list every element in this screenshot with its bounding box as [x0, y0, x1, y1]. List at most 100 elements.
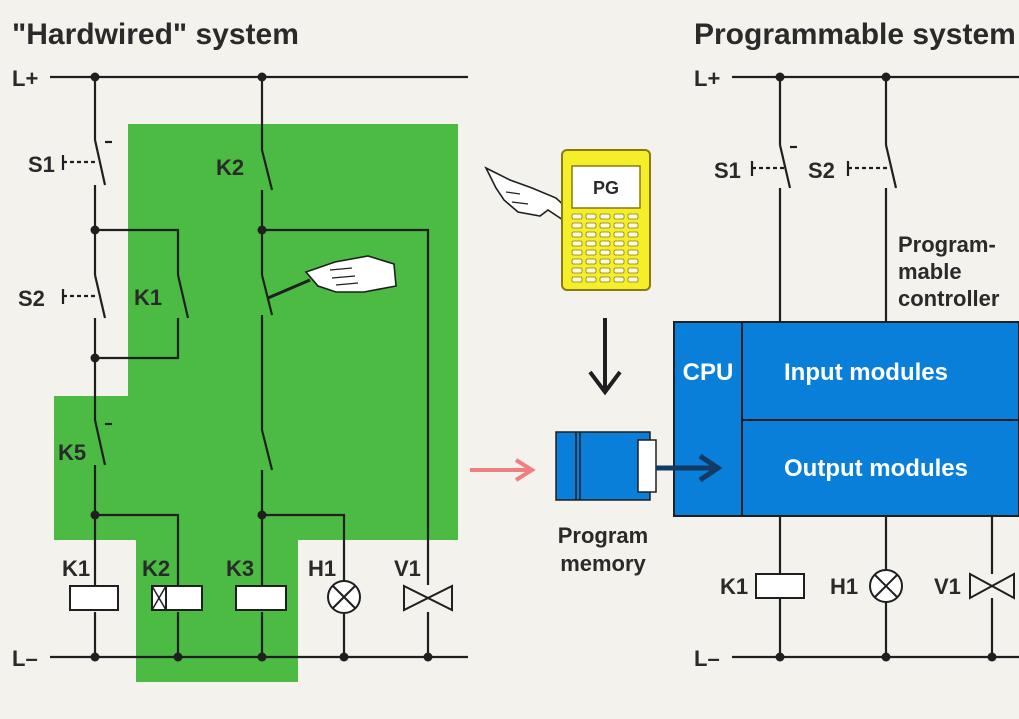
- junction: [257, 225, 267, 235]
- program-memory-label-2: memory: [560, 551, 646, 576]
- label-k1-coil: K1: [62, 556, 90, 581]
- pg-key: [613, 276, 625, 283]
- pg-key: [627, 276, 639, 283]
- junction: [90, 652, 100, 662]
- label-k2-contact: K2: [216, 155, 244, 180]
- wire: [95, 228, 180, 275]
- label-h1-plc: H1: [830, 574, 858, 599]
- junction: [90, 353, 100, 363]
- label-s1-plc: S1: [714, 158, 741, 183]
- pg-key: [599, 276, 611, 283]
- screwdriver-contact: [260, 274, 274, 316]
- pg-key: [571, 240, 583, 247]
- k1-coil-plc: [755, 573, 805, 599]
- pg-key: [585, 222, 597, 229]
- pg-key: [585, 213, 597, 220]
- k1-contact: [176, 274, 190, 319]
- s2-contact-plc: [884, 144, 898, 189]
- right-rail-plus-label: L+: [694, 66, 720, 91]
- k1-coil: [69, 585, 119, 611]
- pg-key: [571, 258, 583, 265]
- pg-key: [599, 267, 611, 274]
- label-s2: S2: [18, 286, 45, 311]
- wire: [262, 513, 346, 580]
- junction: [775, 652, 785, 662]
- pg-key: [613, 267, 625, 274]
- junction: [257, 72, 267, 82]
- pg-key: [599, 240, 611, 247]
- k3-coil: [235, 585, 287, 611]
- pg-key: [585, 276, 597, 283]
- pg-key: [599, 222, 611, 229]
- arrow-right-red-icon: [470, 458, 536, 482]
- junction: [423, 652, 433, 662]
- k2-coil-hatch: [151, 585, 167, 611]
- pg-key: [613, 213, 625, 220]
- junction: [257, 652, 267, 662]
- k2-contact: [260, 149, 274, 191]
- k5-contact: [93, 419, 107, 466]
- junction: [90, 225, 100, 235]
- v1-valve-right: [425, 584, 453, 612]
- left-title: "Hardwired" system: [12, 18, 299, 51]
- v1-valve-left: [969, 572, 995, 600]
- wire: [262, 228, 430, 585]
- wire: [95, 318, 180, 360]
- programming-device: [561, 149, 651, 291]
- junction: [173, 652, 183, 662]
- pg-key: [585, 267, 597, 274]
- pg-key: [627, 231, 639, 238]
- pg-key: [571, 267, 583, 274]
- cpu-label: CPU: [683, 359, 734, 386]
- junction: [775, 72, 785, 82]
- h1-lamp-cross: [874, 574, 898, 598]
- pg-key: [585, 240, 597, 247]
- label-k1-plc: K1: [720, 574, 748, 599]
- pg-key: [585, 231, 597, 238]
- pg-key: [613, 258, 625, 265]
- k2-coil: [151, 585, 203, 611]
- input-modules-label: Input modules: [784, 359, 948, 386]
- pg-keypad: [571, 213, 639, 283]
- arrow-down-icon: [588, 318, 622, 396]
- pg-key: [613, 222, 625, 229]
- plc-label-3: controller: [898, 286, 1000, 311]
- left-rail-plus-label: L+: [12, 66, 38, 91]
- label-v1: V1: [394, 556, 421, 581]
- s1-contact-plc: [778, 144, 792, 189]
- pg-key: [599, 231, 611, 238]
- pg-key: [613, 240, 625, 247]
- pg-key: [627, 249, 639, 256]
- v1-valve-left: [403, 584, 431, 612]
- right-rail-minus-label: L–: [694, 646, 720, 671]
- label-k3-coil: K3: [226, 556, 254, 581]
- v1-valve-right: [989, 572, 1015, 600]
- junction: [257, 510, 267, 520]
- pg-key: [599, 258, 611, 265]
- h1-lamp-cross: [332, 585, 356, 609]
- arrow-right-dark-icon: [656, 453, 723, 483]
- junction: [90, 72, 100, 82]
- pg-key: [585, 258, 597, 265]
- pg-key: [627, 213, 639, 220]
- pg-label: PG: [593, 178, 619, 198]
- program-memory-label-1: Program: [558, 523, 648, 548]
- label-k2-coil: K2: [142, 556, 170, 581]
- plc-label-2: mable: [898, 259, 962, 284]
- pg-key: [599, 249, 611, 256]
- s2-contact: [93, 274, 107, 319]
- right-title: Programmable system: [694, 18, 1016, 51]
- pg-key: [627, 222, 639, 229]
- wire: [95, 513, 180, 585]
- label-k5: K5: [58, 440, 86, 465]
- junction: [881, 72, 891, 82]
- program-memory-cartridge: [555, 431, 657, 501]
- label-h1: H1: [308, 556, 336, 581]
- pg-key: [613, 231, 625, 238]
- pg-key: [599, 213, 611, 220]
- hand-screwdriver-icon: [267, 255, 397, 300]
- label-v1-plc: V1: [934, 574, 961, 599]
- plc-label-1: Program-: [898, 232, 996, 257]
- s1-contact: [93, 139, 107, 186]
